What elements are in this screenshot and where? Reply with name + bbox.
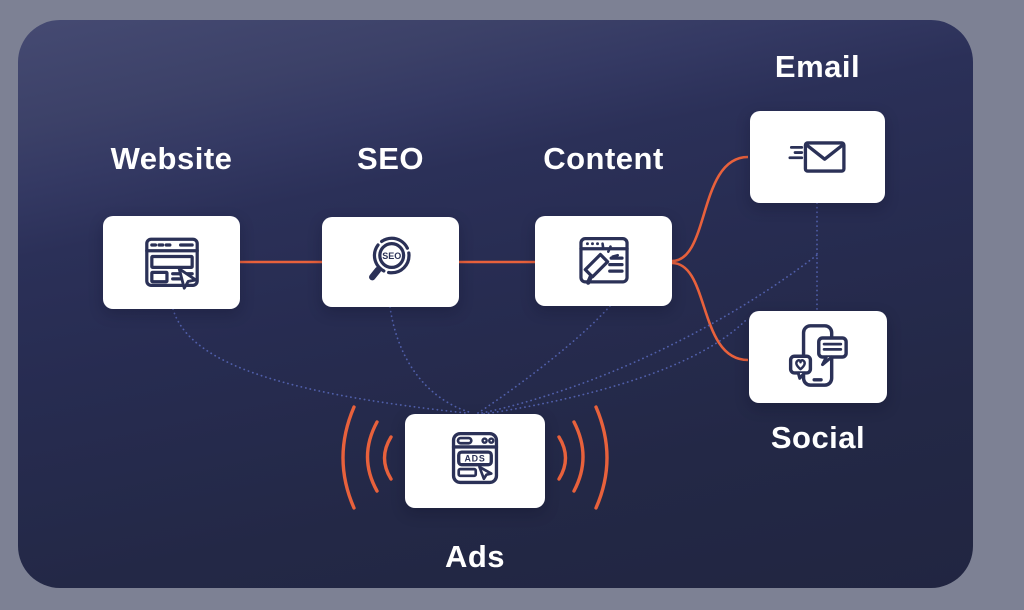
seo-node-card: SEO xyxy=(322,217,459,307)
website-node-card xyxy=(103,216,240,309)
browser-window-cursor-icon xyxy=(144,237,199,290)
phone-chat-bubbles-icon xyxy=(788,324,848,387)
seo-icon-text: SEO xyxy=(382,251,401,261)
content-node-card xyxy=(535,216,672,306)
seo-label: SEO xyxy=(357,141,424,176)
ads-label: Ads xyxy=(444,539,506,574)
ads-icon-text: ADS xyxy=(465,454,486,464)
magnifier-seo-icon: SEO xyxy=(368,236,411,281)
email-node-card xyxy=(750,111,885,203)
social-label: Social xyxy=(770,420,866,455)
browser-ads-cursor-icon: ADS xyxy=(451,431,499,485)
browser-megaphone-icon xyxy=(578,237,629,285)
flying-envelope-icon xyxy=(787,141,846,173)
social-node-card xyxy=(749,311,887,403)
email-label: Email xyxy=(774,49,861,84)
website-label: Website xyxy=(110,141,233,176)
ads-node-card: ADS xyxy=(405,414,545,508)
content-label: Content xyxy=(543,141,664,176)
